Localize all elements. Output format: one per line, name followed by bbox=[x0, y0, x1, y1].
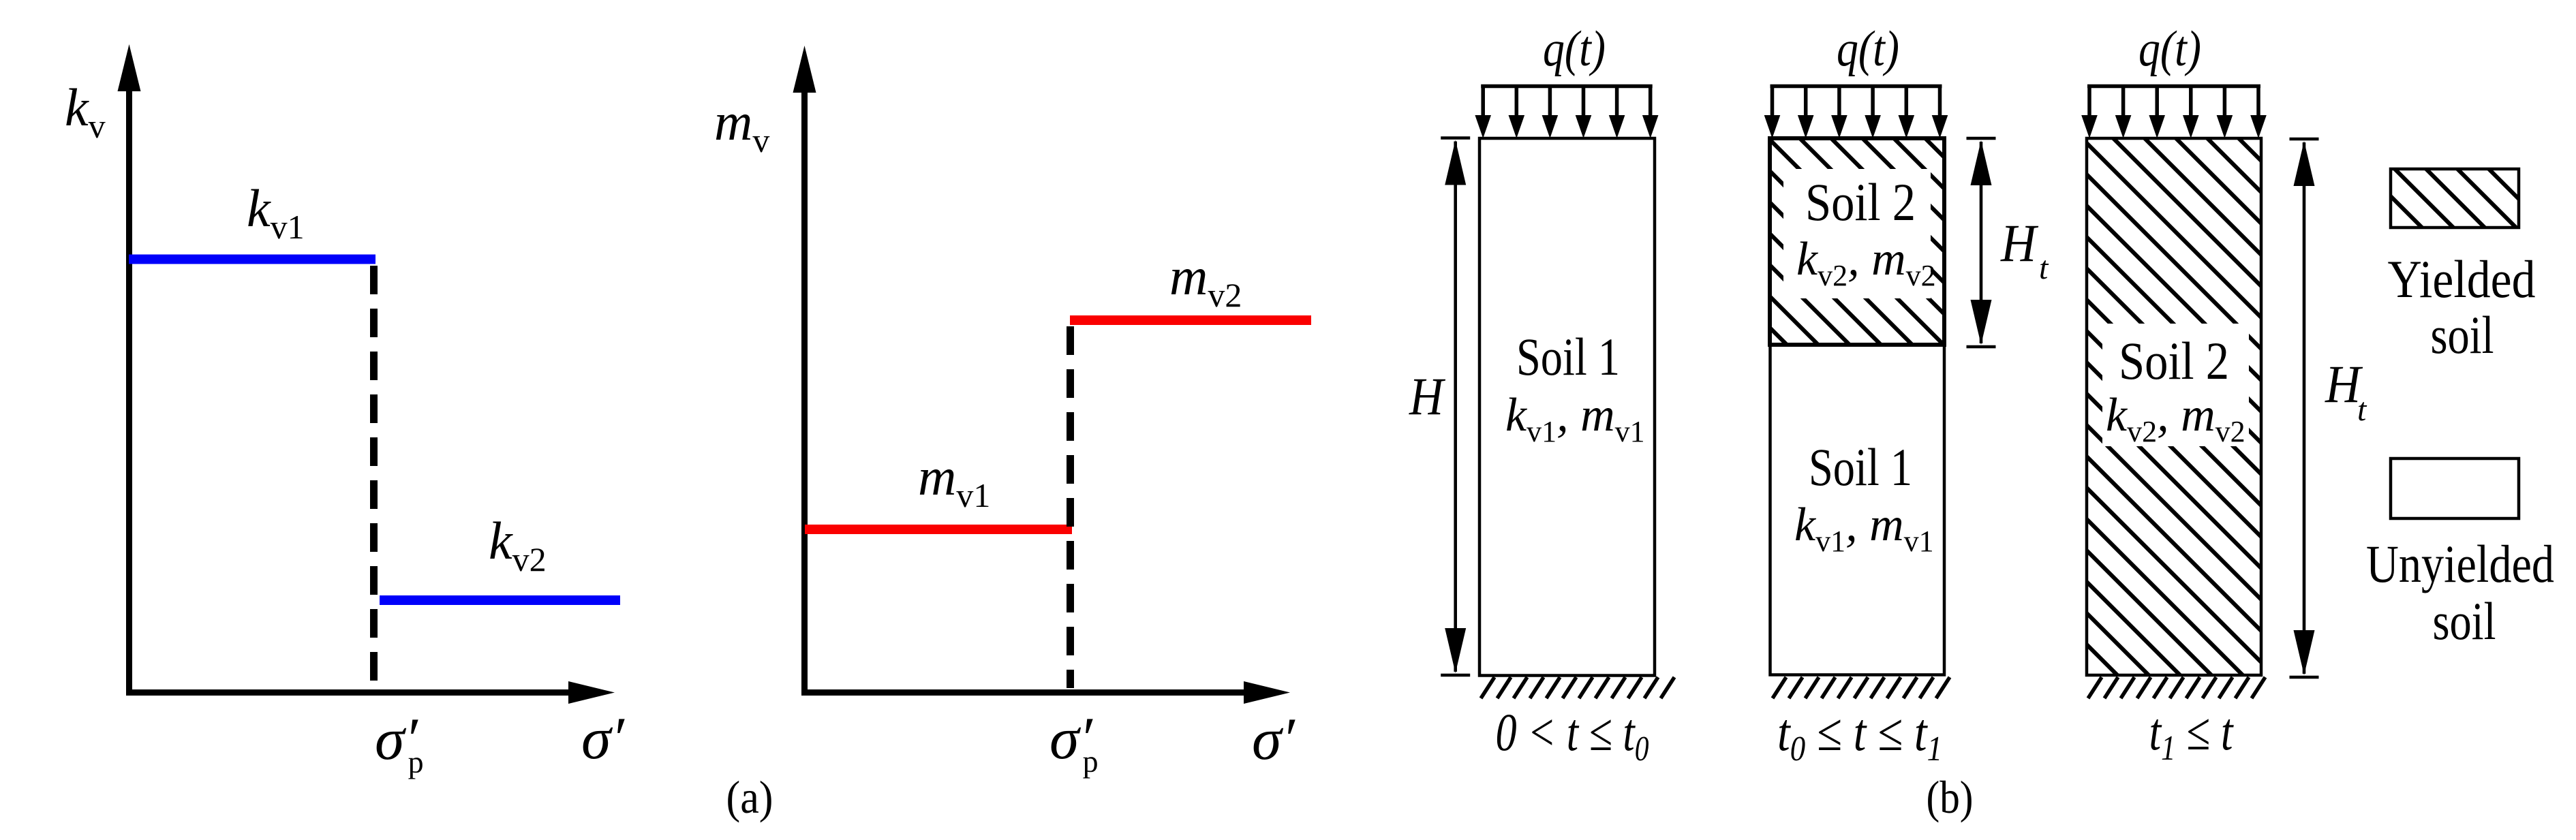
svg-text:Soil 2: Soil 2 bbox=[2119, 331, 2229, 390]
svg-text:Soil 1: Soil 1 bbox=[1516, 327, 1620, 386]
svg-text:σ′: σ′ bbox=[1252, 706, 1295, 773]
svg-text:Soil 1: Soil 1 bbox=[1809, 437, 1912, 497]
svg-text:σ′p: σ′p bbox=[375, 706, 424, 779]
svg-text:Soil 2: Soil 2 bbox=[1805, 172, 1916, 232]
svg-text:t: t bbox=[2039, 250, 2049, 286]
svg-text:t1 ≤ t: t1 ≤ t bbox=[2149, 702, 2235, 768]
svg-text:Unyielded: Unyielded bbox=[2366, 534, 2554, 593]
svg-text:mv2: mv2 bbox=[1169, 247, 1242, 314]
svg-text:soil: soil bbox=[2431, 305, 2494, 364]
svg-text:σ′p: σ′p bbox=[1049, 706, 1099, 779]
svg-text:t: t bbox=[2357, 392, 2367, 428]
svg-text:0 < t ≤ t0: 0 < t ≤ t0 bbox=[1496, 702, 1649, 768]
svg-text:q(t): q(t) bbox=[2138, 21, 2201, 77]
svg-text:t0 ≤ t ≤ t1: t0 ≤ t ≤ t1 bbox=[1777, 702, 1942, 768]
svg-text:(b): (b) bbox=[1927, 771, 1974, 823]
svg-text:soil: soil bbox=[2433, 591, 2496, 651]
svg-text:q(t): q(t) bbox=[1543, 21, 1606, 77]
svg-text:H: H bbox=[2000, 213, 2038, 273]
svg-text:σ′: σ′ bbox=[581, 706, 625, 772]
svg-text:(a): (a) bbox=[726, 771, 773, 823]
svg-text:H: H bbox=[1409, 367, 1445, 426]
svg-text:H: H bbox=[2325, 354, 2363, 414]
svg-text:q(t): q(t) bbox=[1837, 21, 1899, 77]
svg-text:kv2, mv2: kv2, mv2 bbox=[2106, 389, 2245, 448]
svg-text:Yielded: Yielded bbox=[2388, 249, 2536, 309]
